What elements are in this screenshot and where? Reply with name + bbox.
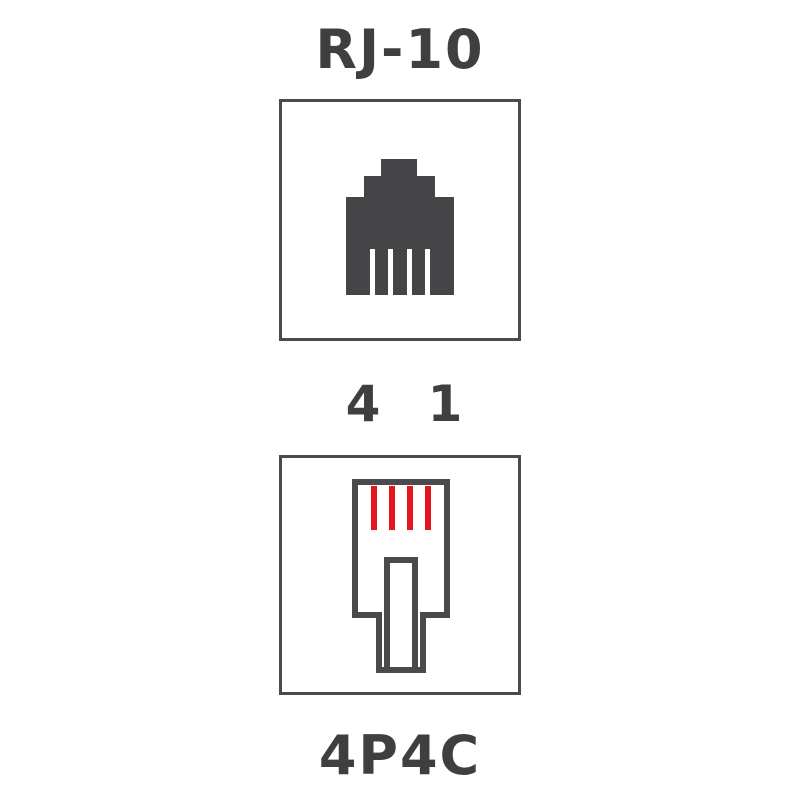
connector-title: RJ-10 [315,18,485,81]
plug-contact-2 [389,486,395,530]
jack-slot-1 [370,249,375,295]
rj10-jack-icon [346,159,454,295]
plug-outline [352,479,450,673]
pin-label-right: 1 [427,375,463,433]
plug-panel [279,455,521,695]
plug-contact-3 [407,486,413,530]
jack-slot-3 [407,249,412,295]
jack-slot-4 [425,249,430,295]
jack-slot-2 [388,249,393,295]
pin-label-left: 4 [345,375,381,433]
rj10-plug-icon [352,479,450,673]
plug-latch [384,557,418,673]
plug-contact-4 [425,486,431,530]
plug-contact-1 [371,486,377,530]
connector-type-label: 4P4C [318,724,482,787]
jack-body [346,159,454,295]
socket-panel [279,99,521,341]
